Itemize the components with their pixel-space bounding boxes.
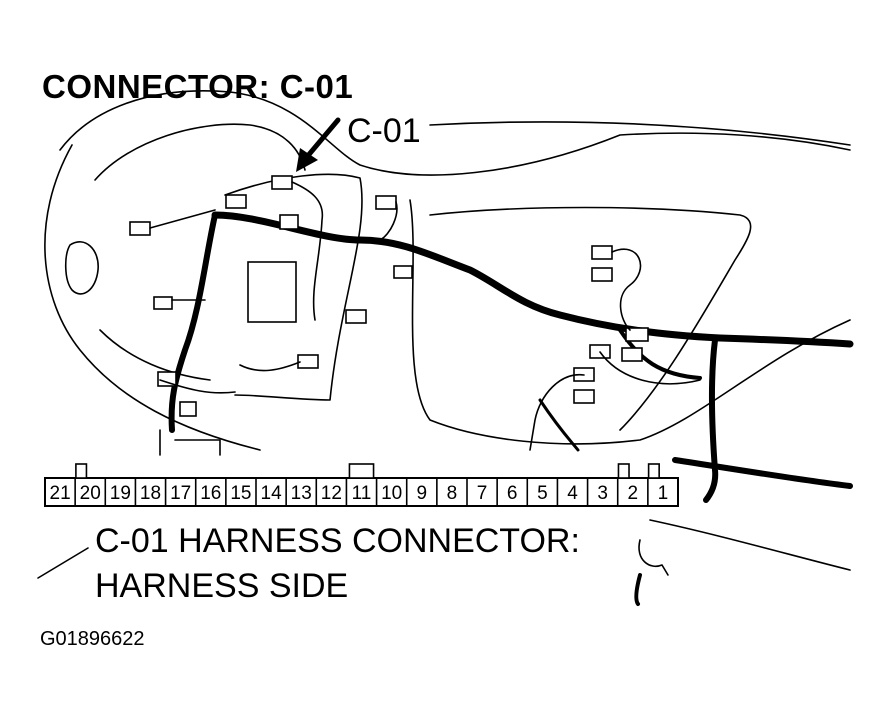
dashboard-lower-edge: [409, 199, 851, 445]
vent-left: [64, 241, 99, 295]
plug-1: [129, 221, 151, 236]
steering-wheel-arc: [44, 144, 261, 451]
plug-11: [179, 401, 197, 417]
plug-5: [225, 194, 247, 209]
harness-lower: [672, 457, 853, 489]
connector-key-tab: [647, 463, 660, 479]
steering-column-arc: [94, 123, 306, 181]
plug-8: [153, 296, 173, 310]
plug-4: [279, 214, 299, 230]
callout-arrow-head: [296, 148, 318, 172]
center-panel: [224, 173, 363, 401]
pin-number: 19: [110, 483, 131, 504]
pin-number: 20: [80, 483, 101, 504]
pin-number: 6: [507, 483, 518, 504]
pin-number: 13: [291, 483, 312, 504]
pin-number: 15: [230, 483, 251, 504]
leader-line: [37, 547, 89, 579]
pin-number: 17: [170, 483, 191, 504]
dashboard-curve-inner: [99, 329, 211, 381]
pin-number: 21: [50, 483, 71, 504]
caption-line-2: HARNESS SIDE: [95, 567, 349, 605]
plug-18: [573, 389, 595, 404]
pin-number: 8: [447, 483, 458, 504]
figure-id: G01896622: [40, 628, 145, 650]
plug-2: [271, 175, 293, 190]
connector-callout-label: C-01: [347, 112, 421, 150]
pin-number: 2: [627, 483, 638, 504]
callout-arrow-shaft: [303, 117, 341, 161]
pin-number: 3: [597, 483, 608, 504]
dashboard-top-line: [429, 121, 851, 146]
pin-number: 16: [200, 483, 221, 504]
plug-6: [393, 265, 413, 279]
page-title: CONNECTOR: C-01: [42, 68, 354, 105]
harness-branch-left: [168, 212, 218, 433]
caption-line-1: C-01 HARNESS CONNECTOR:: [95, 522, 580, 560]
plug-9: [297, 354, 319, 369]
pin-number: 12: [321, 483, 342, 504]
plug-14: [625, 327, 649, 342]
main-harness: [211, 211, 854, 348]
glovebox-panel: [429, 206, 752, 431]
pin-number: 5: [537, 483, 548, 504]
pin-number: 18: [140, 483, 161, 504]
plug-10: [157, 371, 177, 387]
plug-12: [591, 245, 613, 260]
plug-7: [345, 309, 367, 324]
plug-16: [621, 347, 643, 362]
connector-key-tab: [617, 463, 630, 479]
pin-number: 7: [477, 483, 488, 504]
plug-3: [375, 195, 397, 210]
right-lower-line: [649, 519, 851, 571]
harness-branch-right: [703, 337, 719, 503]
pin-number: 9: [416, 483, 427, 504]
pin-number: 1: [658, 483, 669, 504]
pin-number: 10: [381, 483, 402, 504]
relay-box: [247, 261, 297, 323]
pin-number: 14: [261, 483, 283, 504]
plug-13: [591, 267, 613, 282]
pin-number: 11: [352, 483, 372, 504]
pin-number: 4: [567, 483, 578, 504]
harness-drop: [538, 398, 580, 452]
connector-key-tab: [75, 463, 88, 479]
dashboard-outline: [59, 90, 851, 176]
connector-key-tab: [348, 463, 375, 479]
